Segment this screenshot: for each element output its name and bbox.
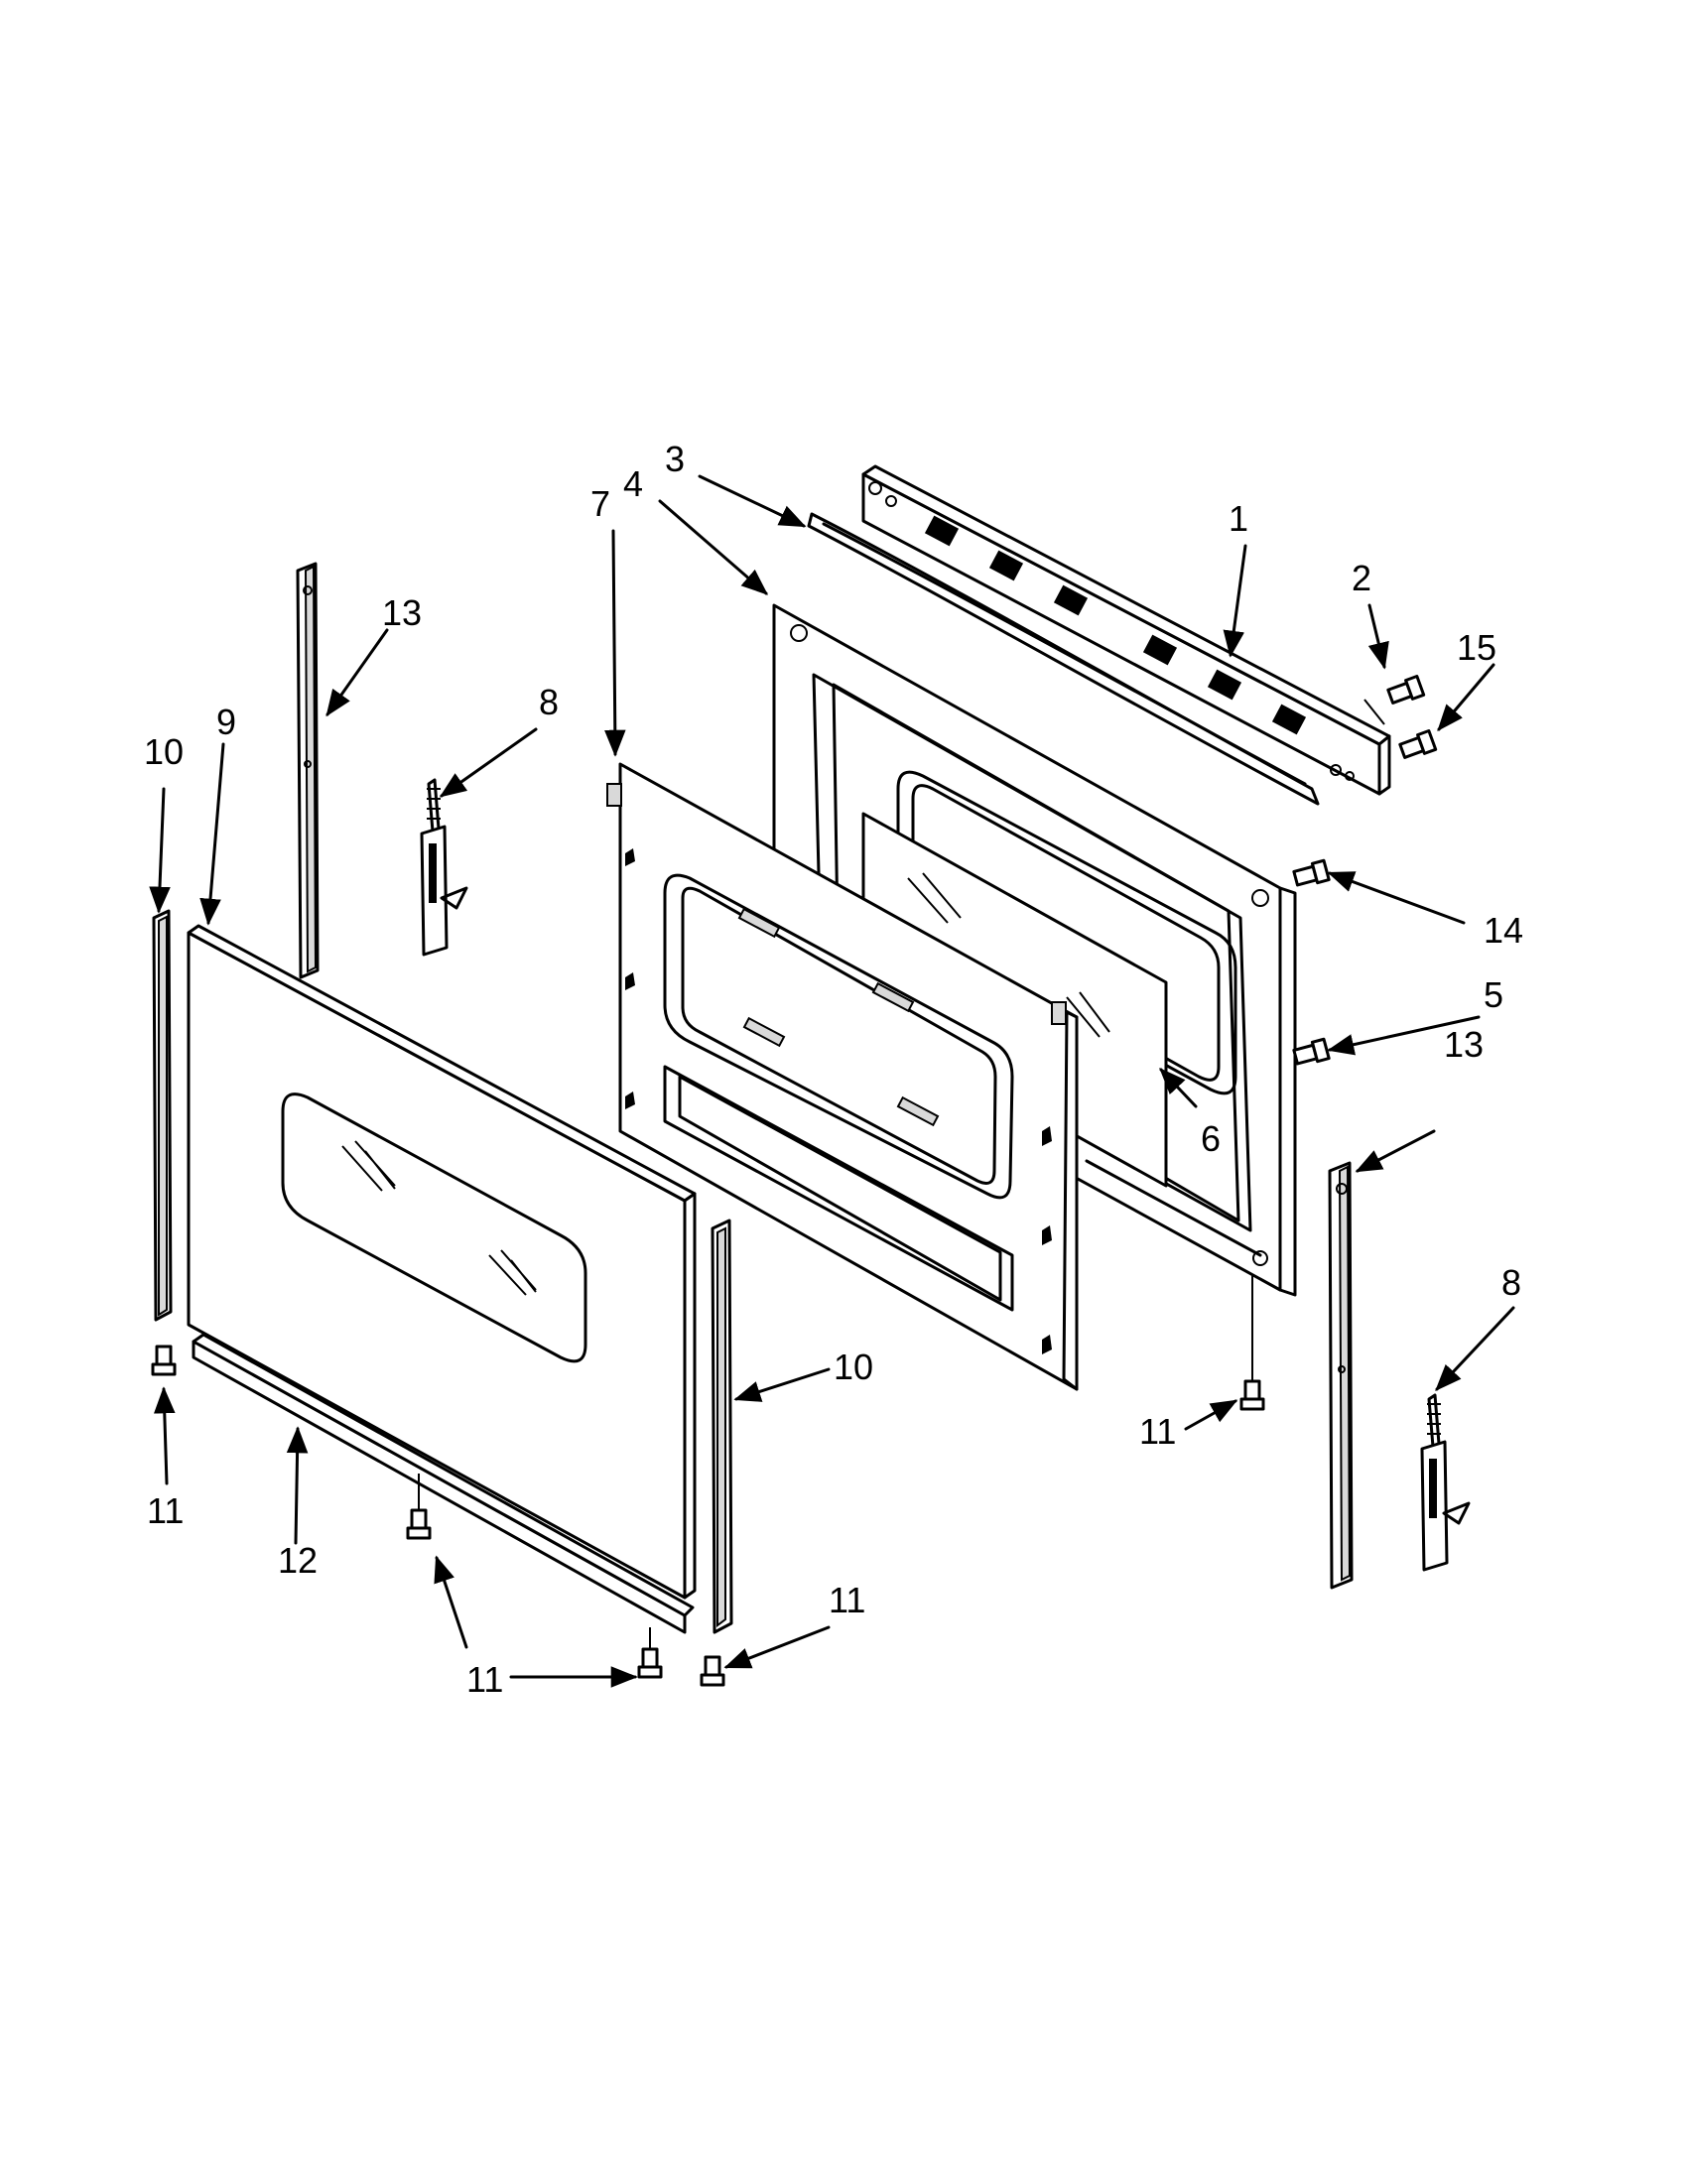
screw-part-11-e <box>1239 1379 1265 1411</box>
part-12-bottom-trim <box>192 1333 695 1634</box>
screw-part-2 <box>1386 674 1426 705</box>
callout-2: 2 <box>1352 558 1371 598</box>
screw-part-14 <box>1292 858 1331 887</box>
callout-10-right: 10 <box>834 1347 873 1387</box>
screw-part-5 <box>1292 1037 1331 1066</box>
part-9-outer-door-panel <box>187 924 697 1600</box>
callout-4: 4 <box>623 463 643 504</box>
callout-11-left: 11 <box>147 1490 184 1531</box>
vent-slots <box>924 515 1307 735</box>
callout-7: 7 <box>590 483 610 524</box>
leader-lines <box>149 474 1515 1688</box>
screw-part-11-d <box>700 1655 725 1687</box>
part-8-hinge-upper <box>420 778 468 957</box>
callout-11-right: 11 <box>829 1580 865 1620</box>
callout-14: 14 <box>1484 910 1523 951</box>
callout-8-lower: 8 <box>1501 1262 1521 1303</box>
part-10-side-trim-left <box>152 909 173 1322</box>
screw-part-11-a <box>151 1345 177 1376</box>
callout-11-bottom: 11 <box>466 1659 503 1700</box>
callout-12: 12 <box>278 1540 318 1581</box>
callout-13-right: 13 <box>1444 1024 1484 1065</box>
screw-part-11-b <box>406 1508 432 1540</box>
callout-9: 9 <box>216 702 236 742</box>
screw-part-15 <box>1398 728 1438 759</box>
callout-3: 3 <box>665 439 685 479</box>
screw-part-11-c <box>637 1647 663 1679</box>
callouts: 1 2 3 4 5 6 7 8 8 9 10 10 11 11 11 11 12… <box>144 439 1523 1700</box>
callout-1: 1 <box>1229 498 1248 539</box>
part-13-hinge-receiver-right <box>1328 1161 1354 1590</box>
callout-5: 5 <box>1484 974 1503 1015</box>
part-1-vent-trim <box>861 464 1391 796</box>
part-13-hinge-receiver-left <box>296 562 320 979</box>
callout-10-left: 10 <box>144 731 184 772</box>
callout-8-upper: 8 <box>539 682 559 722</box>
part-7-door-frame <box>606 762 1079 1391</box>
callout-15: 15 <box>1457 627 1496 668</box>
callout-13-left: 13 <box>382 592 422 633</box>
part-10-side-trim-right <box>711 1219 733 1634</box>
part-3-door-handle <box>807 512 1320 806</box>
part-8-hinge-lower <box>1420 1393 1471 1572</box>
callout-6: 6 <box>1201 1118 1221 1159</box>
callout-11-back: 11 <box>1139 1411 1176 1452</box>
